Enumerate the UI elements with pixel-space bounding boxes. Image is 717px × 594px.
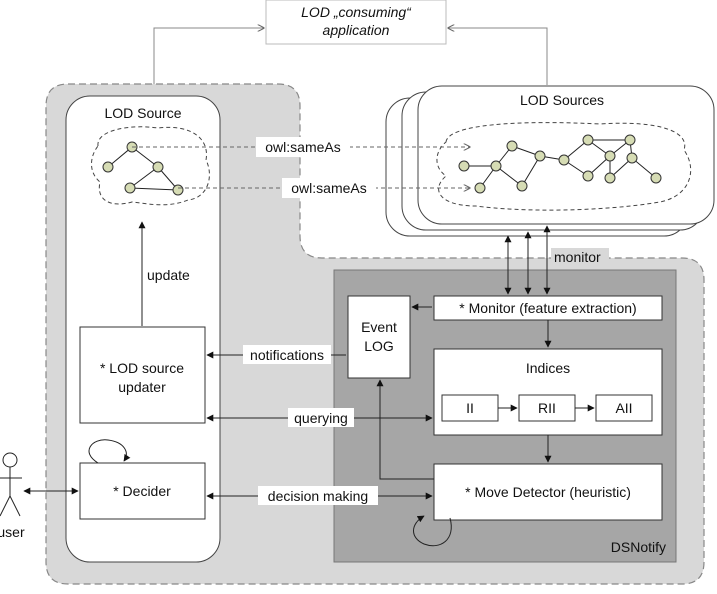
updater-line1: * LOD source: [100, 360, 184, 376]
graph-node: [124, 182, 136, 194]
graph-node: [624, 134, 636, 146]
decider-self-loop: [88, 439, 131, 464]
dsnotify-label: DSNotify: [611, 539, 666, 555]
same-as-label-2: owl:sameAs: [291, 180, 366, 196]
updater-line2: updater: [118, 379, 166, 395]
monitor-box-label: * Monitor (feature extraction): [459, 300, 636, 316]
decider-box: [79, 462, 206, 520]
graph-node: [172, 184, 184, 196]
consuming-app-line2: application: [323, 22, 390, 38]
index-rii-label: RII: [538, 400, 556, 416]
graph-node: [582, 170, 594, 182]
event-log-line1: Event: [361, 319, 397, 335]
consume-arrow-right: [448, 28, 548, 85]
detector-to-log-arrow: [376, 379, 434, 480]
graph-node: [152, 161, 164, 173]
graph-node: [490, 160, 502, 172]
decision-making-label: decision making: [268, 488, 368, 504]
graph-node: [534, 150, 546, 162]
consuming-application-box: LOD „consuming“ application: [265, 0, 447, 45]
graph-node: [516, 180, 528, 192]
user-label: user: [0, 524, 25, 540]
graph-node: [558, 154, 570, 166]
index-aii-box: [595, 394, 653, 422]
consume-arrow-left: [153, 28, 264, 90]
lod-source-updater-box: [79, 326, 206, 424]
graph-node: [102, 161, 114, 173]
index-ii-box: [441, 394, 499, 422]
index-aii-label: AII: [615, 400, 632, 416]
indices-title: Indices: [526, 360, 570, 376]
monitor-box: [433, 295, 663, 321]
move-detector-label: * Move Detector (heuristic): [465, 484, 631, 500]
graph-edge: [521, 155, 541, 187]
graph-node: [650, 172, 662, 184]
user-stick-figure-icon: [0, 452, 22, 517]
graph-node: [604, 150, 616, 162]
update-label: update: [147, 267, 190, 283]
consuming-app-line1: LOD „consuming“: [301, 4, 412, 20]
graph-edge: [129, 187, 179, 191]
event-log-box: [347, 295, 411, 379]
graph-node: [604, 172, 616, 184]
lod-sources-graph: [458, 134, 662, 194]
event-log-line2: LOG: [364, 338, 394, 354]
monitor-label: monitor: [554, 249, 601, 265]
same-as-label-1: owl:sameAs: [265, 139, 340, 155]
querying-label: querying: [294, 410, 348, 426]
graph-node: [474, 182, 486, 194]
move-detector-box: [433, 463, 663, 521]
graph-node: [626, 152, 638, 164]
move-detector-self-loop: [413, 515, 452, 547]
decider-label: * Decider: [113, 483, 171, 499]
index-ii-label: II: [466, 400, 474, 416]
lod-source-graph: [102, 141, 184, 196]
lod-sources-title: LOD Sources: [520, 92, 604, 108]
lod-source-title: LOD Source: [104, 105, 181, 121]
graph-node: [506, 140, 518, 152]
graph-edge: [129, 166, 159, 189]
notifications-label: notifications: [250, 347, 324, 363]
index-rii-box: [518, 394, 576, 422]
graph-node: [582, 134, 594, 146]
graph-node: [458, 160, 470, 172]
lod-sources-graph-cloud: [436, 122, 692, 211]
lod-sources-stack: [385, 85, 715, 237]
